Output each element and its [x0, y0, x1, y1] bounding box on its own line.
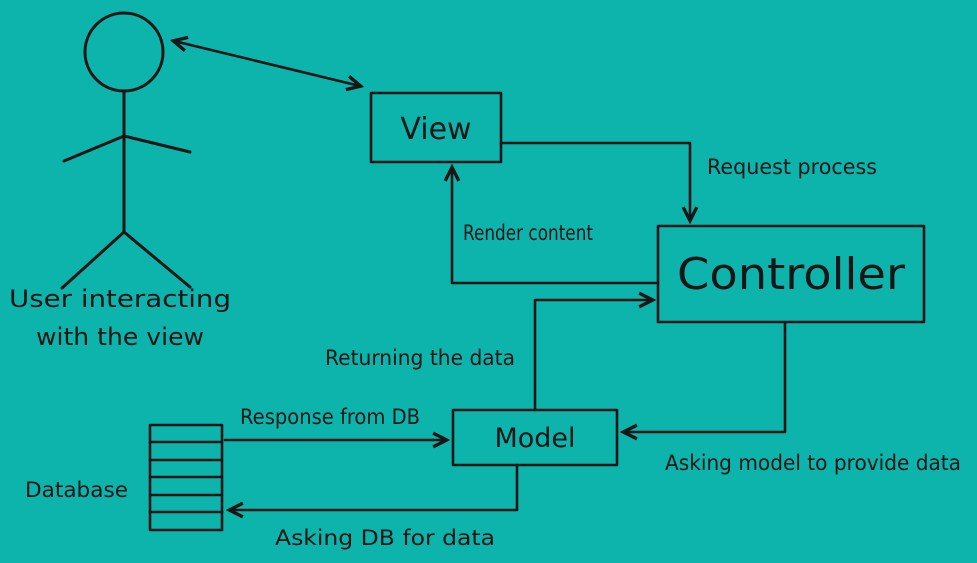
arrow-view-controller — [499, 141, 690, 220]
actor-legs — [60, 230, 192, 290]
edge-label-asking-db: Asking DB for data — [275, 526, 495, 550]
view-node-label: View — [400, 112, 471, 147]
diagram-labels: View Controller Model User interacting w… — [9, 112, 961, 550]
actor-caption-line2: with the view — [36, 323, 204, 351]
database-label: Database — [25, 478, 128, 502]
arrow-controller-view — [452, 168, 660, 285]
actor-caption-line1: User interacting — [9, 285, 231, 313]
arrow-user-view — [174, 41, 360, 86]
user-stick-figure-icon — [60, 11, 192, 290]
arrow-model-database — [230, 463, 519, 510]
edge-label-response-from-db: Response from DB — [240, 405, 420, 429]
model-node-label: Model — [494, 423, 575, 454]
edge-label-returning-data: Returning the data — [325, 346, 515, 370]
database-icon — [148, 423, 224, 532]
controller-node-label: Controller — [677, 249, 906, 300]
actor-arms — [62, 134, 192, 163]
view-node — [369, 91, 503, 164]
controller-node — [656, 224, 926, 324]
arrow-model-controller — [533, 300, 652, 412]
edge-label-asking-model: Asking model to provide data — [665, 451, 961, 475]
edge-label-request-process: Request process — [707, 155, 877, 179]
edge-label-render-content: Render content — [463, 221, 593, 245]
diagram-shapes — [60, 11, 926, 532]
arrow-controller-model — [624, 320, 787, 432]
